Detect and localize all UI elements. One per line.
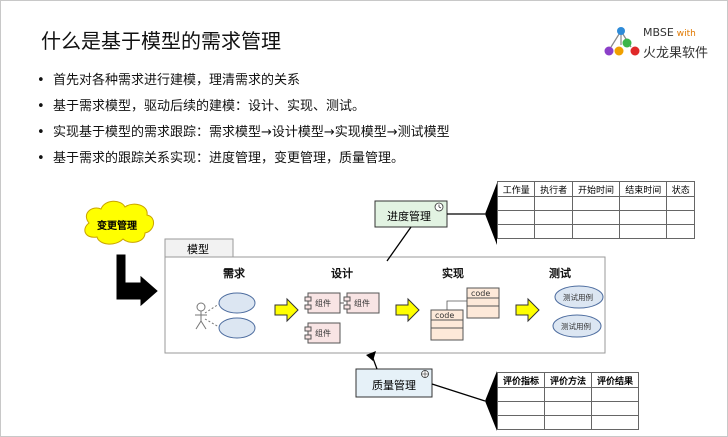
logo-icon [604, 27, 640, 56]
table-row [496, 210, 695, 225]
change-management-cloud [84, 200, 154, 245]
bullet-item: 实现基于模型的需求跟踪：需求模型→设计模型→实现模型→测试模型 [37, 125, 450, 151]
table-header: 执行者 [534, 181, 573, 197]
progress-table: 工作量 执行者 开始时间 结束时间 状态 [496, 181, 695, 239]
code-label: code [471, 289, 491, 298]
logo-with: with [676, 29, 696, 39]
table-row [497, 415, 639, 430]
column-implementation: 实现 [442, 267, 464, 280]
table-row [497, 401, 639, 416]
logo-name: MBSE [643, 26, 674, 39]
column-test: 测试 [549, 267, 571, 280]
usecase-ellipse [218, 317, 256, 339]
progress-pointer [485, 183, 497, 245]
code-class-box [430, 309, 464, 341]
component-label: 组件 [354, 299, 370, 308]
component-label: 组件 [315, 299, 331, 308]
table-header: 工作量 [496, 181, 536, 197]
testcase-ellipse [552, 314, 602, 338]
yellow-arrow [515, 297, 540, 323]
quality-management-label: 质量管理 [372, 379, 416, 392]
quality-pointer [485, 371, 497, 431]
table-row [497, 387, 639, 402]
bullet-item: 首先对各种需求进行建模，理清需求的关系 [37, 73, 450, 99]
table-header: 评价结果 [591, 372, 639, 388]
testcase-label: 测试用例 [561, 322, 591, 331]
component-box [304, 322, 341, 344]
logo-subtitle: 火龙果软件 [643, 46, 709, 61]
bullet-item: 基于需求模型，驱动后续的建模：设计、实现、测试。 [37, 99, 450, 125]
table-header: 评价方法 [544, 372, 592, 388]
usecase-ellipse [218, 292, 256, 314]
quality-table: 评价指标 评价方法 评价结果 [497, 372, 639, 430]
yellow-arrow [395, 297, 420, 323]
progress-management-label: 进度管理 [387, 210, 431, 223]
testcase-label: 测试用例 [563, 293, 593, 302]
table-header: 评价指标 [497, 372, 545, 388]
component-label: 组件 [315, 329, 331, 338]
yellow-arrow [274, 297, 299, 323]
bullet-item: 基于需求的跟踪关系实现：进度管理，变更管理，质量管理。 [37, 151, 450, 177]
table-header: 结束时间 [619, 181, 668, 197]
bullet-list: 首先对各种需求进行建模，理清需求的关系 基于需求模型，驱动后续的建模：设计、实现… [37, 73, 450, 177]
table-row [496, 224, 695, 239]
table-row [496, 196, 695, 211]
component-box [304, 292, 341, 314]
table-header: 开始时间 [571, 181, 621, 197]
code-label: code [435, 311, 455, 320]
component-box [343, 292, 380, 314]
table-header: 状态 [666, 181, 695, 197]
quality-box [355, 368, 433, 398]
model-tab-label: 模型 [187, 243, 209, 256]
actor-icon [195, 302, 220, 330]
column-design: 设计 [331, 267, 353, 280]
page-title: 什么是基于模型的需求管理 [41, 29, 281, 53]
testcase-ellipse [554, 285, 604, 309]
bent-arrow [116, 254, 158, 307]
column-requirement: 需求 [223, 267, 245, 280]
change-management-label: 变更管理 [97, 221, 137, 232]
code-class-box [466, 287, 500, 319]
